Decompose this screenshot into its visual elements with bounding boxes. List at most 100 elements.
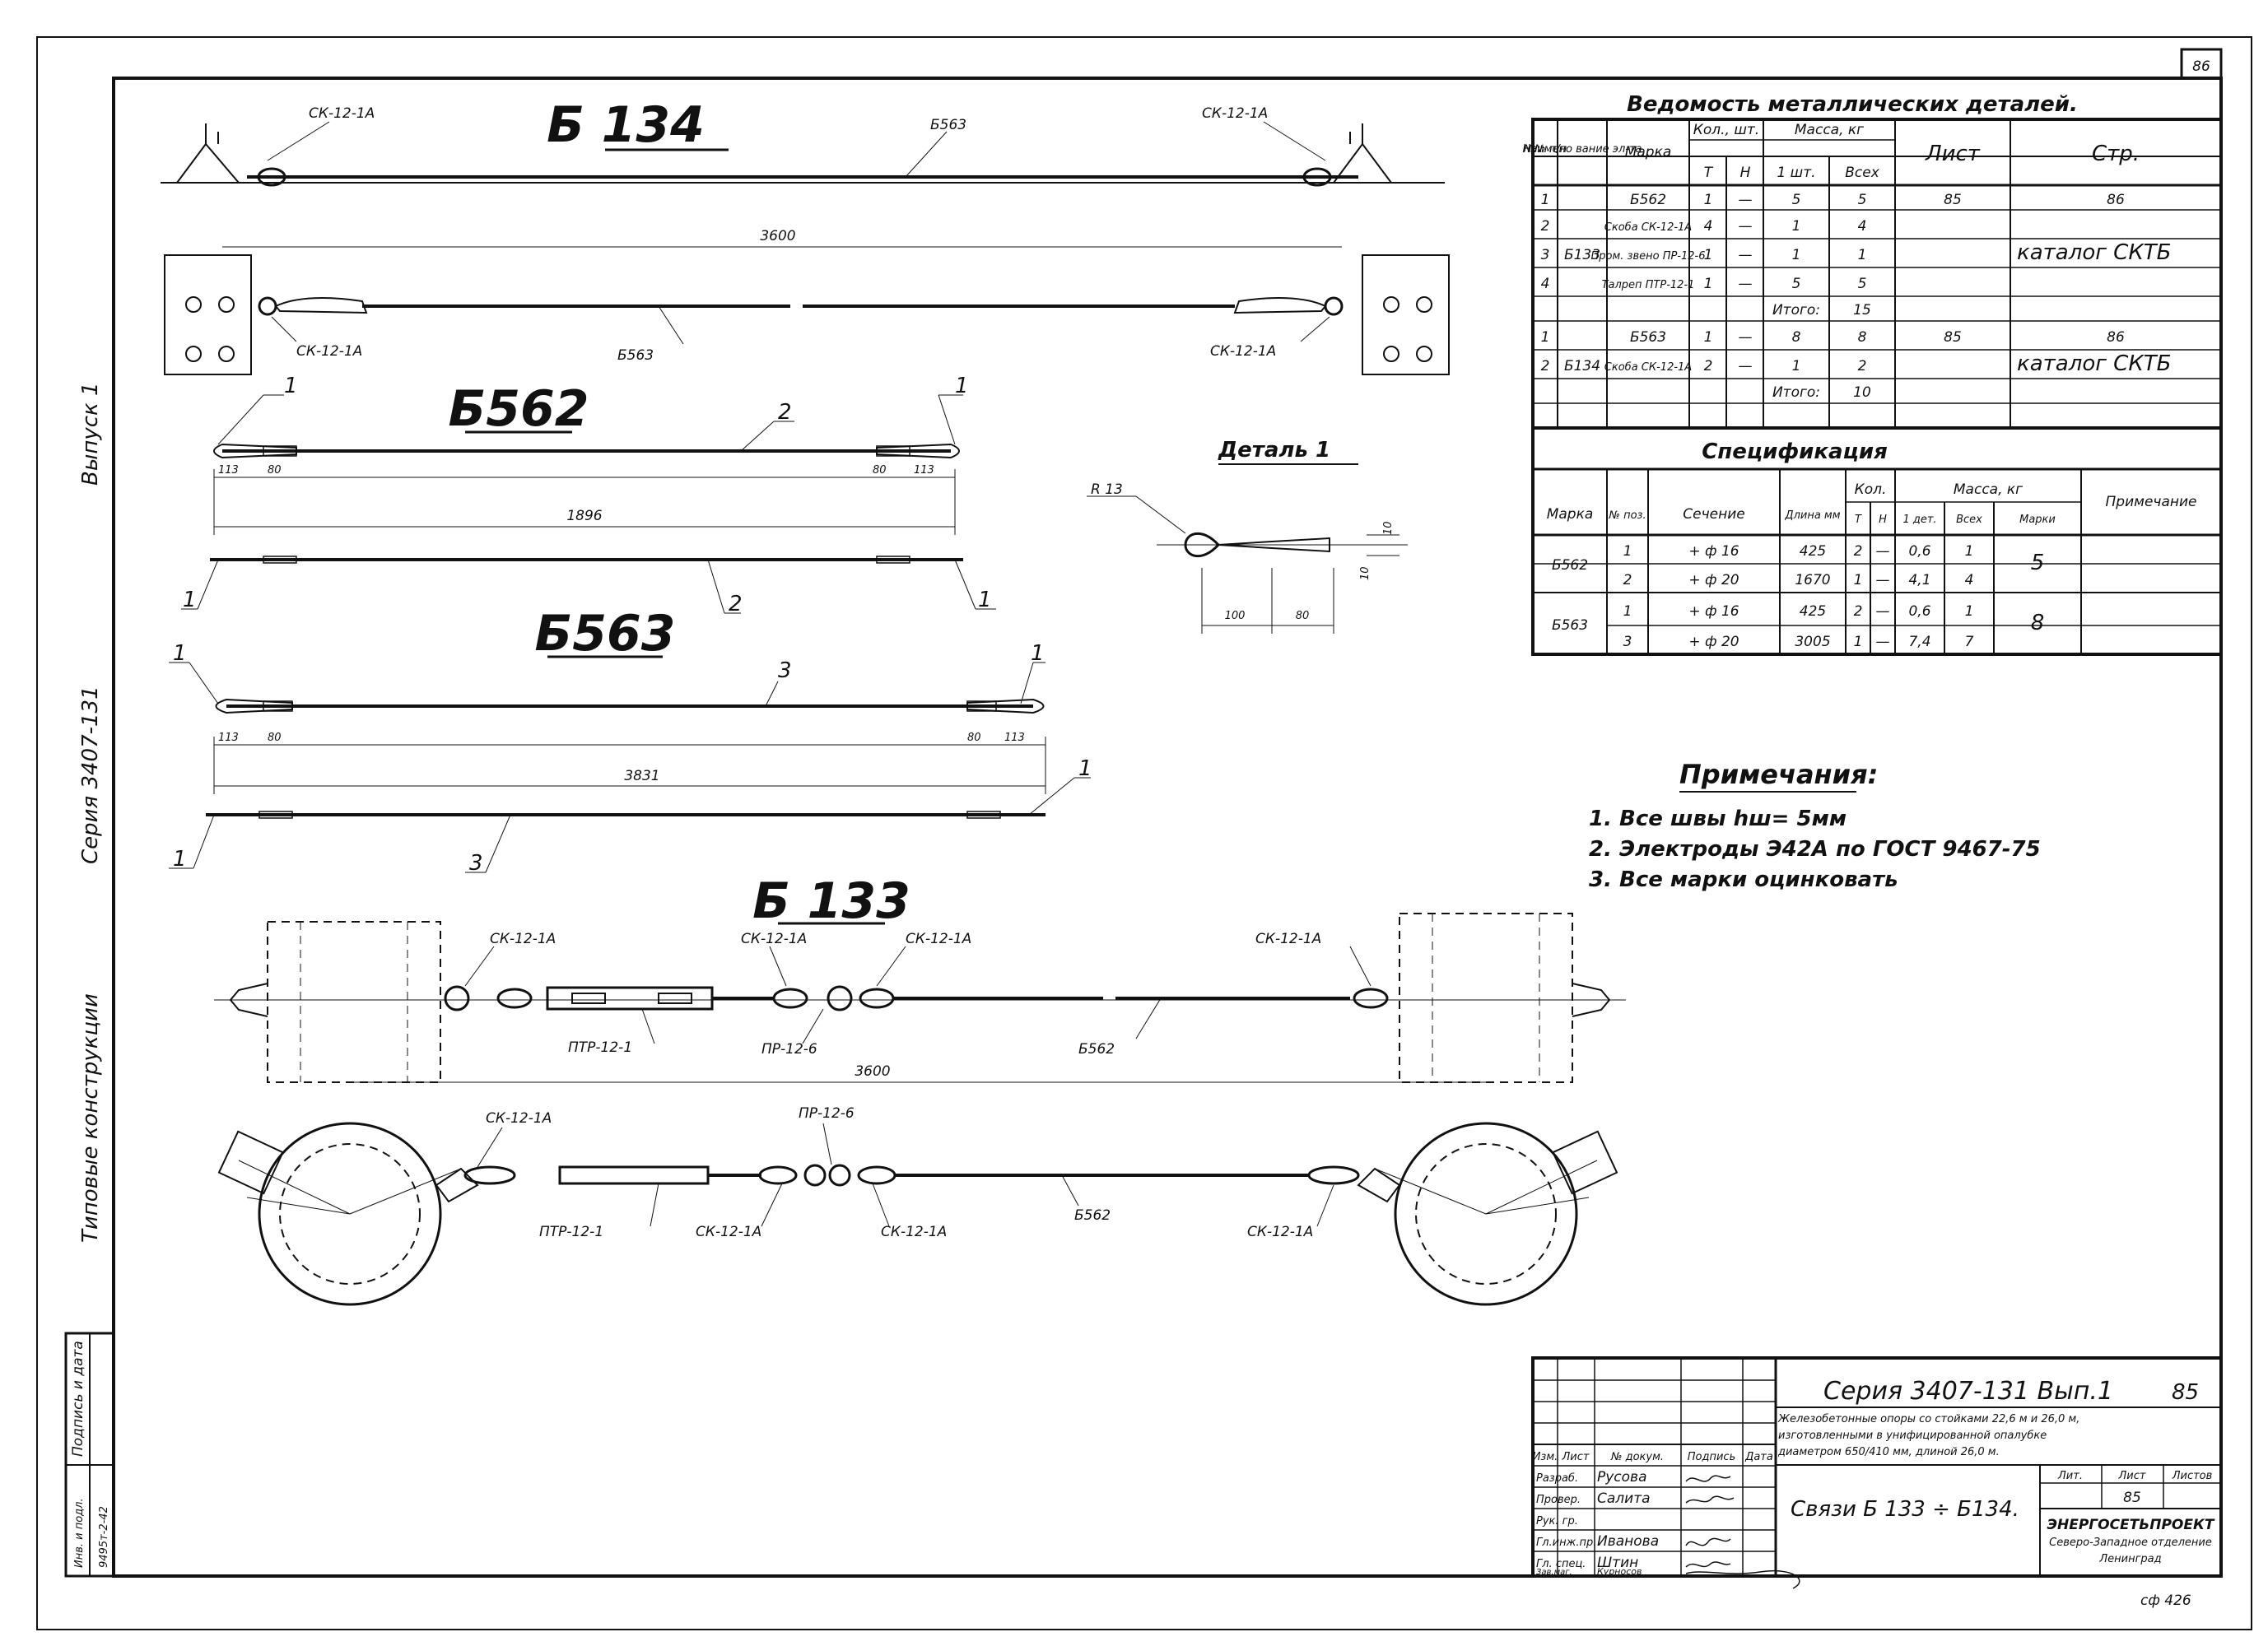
ved-h-all: Всех bbox=[1845, 165, 1879, 181]
b134-title: Б 134 bbox=[547, 96, 705, 154]
ved-r6-list: каталог СКТБ bbox=[2017, 351, 2172, 376]
b563-p3b: 3 bbox=[469, 851, 483, 876]
ved-r5-list: 85 bbox=[1944, 329, 1962, 346]
spec-g1-r0-sech: + ф 16 bbox=[1688, 603, 1739, 620]
b562-p1r: 1 bbox=[955, 374, 969, 398]
spec-g1-r0-dl: 425 bbox=[1800, 603, 1826, 620]
tb-org1: ЭНЕРГОСЕТЬПРОЕКТ bbox=[2047, 1517, 2215, 1533]
spec-h-kol: Кол. bbox=[1855, 481, 1887, 498]
spec-h-massa: Масса, кг bbox=[1954, 481, 2023, 498]
b563-p3: 3 bbox=[778, 658, 792, 683]
note-1: 1. Все швы hш= 5мм bbox=[1589, 807, 1847, 831]
spec-h-prim: Примечание bbox=[2106, 494, 2197, 510]
signature-5 bbox=[1685, 1570, 1800, 1589]
ved-r3-marka: Талреп ПТР-12-1 bbox=[1602, 279, 1695, 291]
vedomost-title: Ведомость металлических деталей. bbox=[1627, 92, 2078, 117]
tb-col-izm: Изм. bbox=[1533, 1451, 1558, 1463]
vedomost-table: Ведомость металлических деталей. №№ п/п … bbox=[1523, 92, 2223, 430]
ved-r0-t: 1 bbox=[1704, 192, 1713, 208]
ved-r6-nn: — bbox=[1739, 358, 1753, 374]
b134-left-bracket bbox=[176, 123, 240, 184]
tb-name-5: Курносов bbox=[1597, 1566, 1642, 1577]
ved-r1-nn: — bbox=[1739, 218, 1753, 235]
notes: Примечания: 1. Все швы hш= 5мм 2. Электр… bbox=[1589, 759, 2041, 892]
ved-r1-el: Б133 bbox=[1564, 247, 1600, 263]
b562-p1l: 1 bbox=[284, 374, 298, 398]
spec-g0-r1-poz: 2 bbox=[1623, 572, 1632, 588]
b563-p1bl: 1 bbox=[173, 847, 187, 872]
detail1-d10a: 10 bbox=[1359, 566, 1372, 580]
tb-listov-h: Листов bbox=[2172, 1470, 2213, 1482]
b133-plan-sk2: СК-12-1А bbox=[696, 1224, 761, 1240]
spec-g1-r0-t: 2 bbox=[1854, 603, 1863, 620]
spec-h-sech: Сечение bbox=[1683, 506, 1744, 523]
tb-col-list: Лист bbox=[1562, 1451, 1590, 1463]
spec-g1-r1-dl: 3005 bbox=[1795, 634, 1830, 650]
view-b133: Б 133 СК-12-1А СК-12-1А СК-12-1А СК-12- bbox=[214, 872, 1626, 1306]
signature-3 bbox=[1685, 1537, 1731, 1546]
detail1-d80: 80 bbox=[1296, 610, 1310, 622]
b133-sk3: СК-12-1А bbox=[906, 931, 971, 947]
tb-desc2: изготовленными в унифицированной опалубк… bbox=[1778, 1430, 2047, 1442]
ved-h-str: Стр. bbox=[2092, 142, 2140, 166]
b133-title: Б 133 bbox=[752, 872, 910, 930]
ved-r0-marka: Б562 bbox=[1630, 192, 1666, 208]
ved-h-massa: Масса, кг bbox=[1795, 122, 1864, 138]
tb-list-val: 85 bbox=[2123, 1490, 2141, 1506]
view-detail1: Деталь 1 R 13 10 10 100 80 bbox=[1087, 438, 1408, 634]
ved-r2-t: 1 bbox=[1704, 247, 1713, 263]
ved-h-one: 1 шт. bbox=[1777, 165, 1815, 181]
b563-d113l: 113 bbox=[218, 732, 239, 744]
b563-title: Б563 bbox=[535, 605, 676, 663]
sheet-number-box bbox=[2180, 48, 2223, 80]
ved-h-t: Т bbox=[1704, 165, 1714, 181]
tb-name-4: Штин bbox=[1597, 1555, 1638, 1571]
tb-col-doc: № докум. bbox=[1610, 1451, 1664, 1463]
tb-name-1: Салита bbox=[1597, 1490, 1651, 1507]
spec-h-odet: 1 дет. bbox=[1902, 514, 1936, 526]
ved-r6-all: 2 bbox=[1858, 358, 1867, 374]
ved-h-naim: Наимено вание эл-та bbox=[1523, 143, 1642, 156]
b134-sk-br: СК-12-1А bbox=[1210, 343, 1276, 360]
b133-plan-pr: ПР-12-6 bbox=[799, 1105, 855, 1122]
title-block: Изм. Лист № докум. Подпись Дата Разраб. … bbox=[1531, 1356, 2223, 1609]
tb-doc-title: Связи Б 133 ÷ Б134. bbox=[1791, 1497, 2019, 1522]
b563-d3831: 3831 bbox=[624, 768, 659, 784]
tb-role-4: Гл. спец. bbox=[1536, 1558, 1586, 1570]
side-label-vypusk: Выпуск 1 bbox=[78, 382, 103, 486]
b133-dim3600: 3600 bbox=[855, 1063, 890, 1080]
ved-r1-t: 4 bbox=[1704, 218, 1713, 235]
view-b134: Б 134 СК-12-1А СК-12-1А Б563 3600 bbox=[161, 96, 1450, 375]
b562-d1896: 1896 bbox=[566, 508, 602, 524]
b562-d113r: 113 bbox=[914, 464, 934, 477]
spec-table: Спецификация Марка № поз. Сечение Длина … bbox=[1531, 426, 2223, 656]
ved-h-kol: Кол., шт. bbox=[1693, 122, 1759, 138]
b562-p2: 2 bbox=[778, 400, 792, 425]
spec-g1-r1-vseh: 7 bbox=[1965, 634, 1974, 650]
sheet-frame bbox=[112, 77, 2223, 1578]
b134-sk-tr: СК-12-1А bbox=[1202, 105, 1268, 122]
spec-g0-r0-vseh: 1 bbox=[1965, 543, 1974, 560]
spec-g1-r0-poz: 1 bbox=[1623, 603, 1632, 620]
b562-d113l: 113 bbox=[218, 464, 239, 477]
ved-r3-nn: — bbox=[1739, 276, 1753, 292]
b563-d80l: 80 bbox=[268, 732, 282, 744]
detail1-r: R 13 bbox=[1091, 481, 1123, 498]
ved-h-list: Лист bbox=[1925, 142, 1981, 166]
ved-r5-all: 8 bbox=[1858, 329, 1867, 346]
spec-g0-r0-poz: 1 bbox=[1623, 543, 1632, 560]
b134-b563-bot: Б563 bbox=[617, 347, 654, 364]
ved-r5-marka: Б563 bbox=[1630, 329, 1666, 346]
b133-pr: ПР-12-6 bbox=[761, 1041, 817, 1058]
spec-g1-r1-odet: 7,4 bbox=[1908, 634, 1930, 650]
ved-r6-el: Б134 bbox=[1564, 358, 1600, 374]
tb-desc3: диаметром 650/410 мм, длиной 26,0 м. bbox=[1777, 1446, 2000, 1458]
b133-right-pole bbox=[1394, 1122, 1578, 1306]
b133-left-pole bbox=[258, 1122, 442, 1306]
ved-r5-one: 8 bbox=[1792, 329, 1801, 346]
ved-r6-one: 1 bbox=[1792, 358, 1801, 374]
ved-r0-str: 86 bbox=[2107, 192, 2125, 208]
spec-g0-r1-odet: 4,1 bbox=[1908, 572, 1930, 588]
signature-4 bbox=[1685, 1561, 1731, 1568]
